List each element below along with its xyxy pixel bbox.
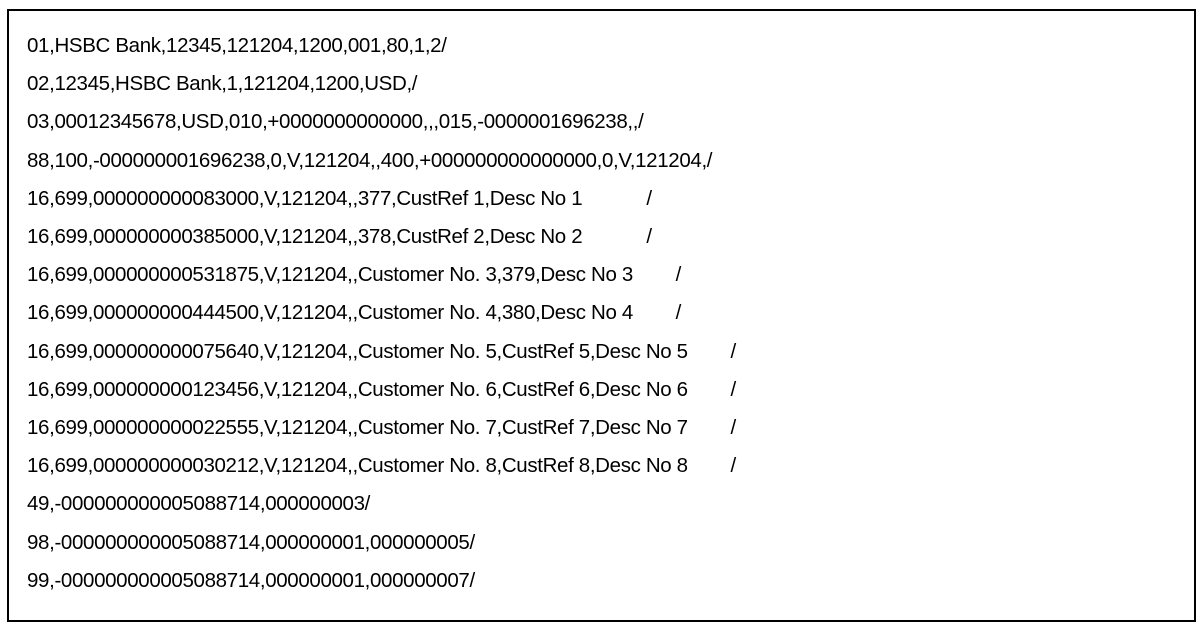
code-line: 03,00012345678,USD,010,+0000000000000,,,… bbox=[27, 110, 644, 134]
code-line: 99,-000000000005088714,000000001,0000000… bbox=[27, 568, 475, 592]
code-line: 16,699,000000000531875,V,121204,,Custome… bbox=[27, 263, 682, 287]
code-block-container: 01,HSBC Bank,12345,121204,1200,001,80,1,… bbox=[7, 9, 1196, 622]
code-line: 01,HSBC Bank,12345,121204,1200,001,80,1,… bbox=[27, 34, 447, 57]
code-line: 16,699,000000000030212,V,121204,,Custome… bbox=[27, 454, 736, 478]
code-line: 49,-000000000005088714,000000003/ bbox=[27, 492, 370, 516]
code-line: 16,699,000000000022555,V,121204,,Custome… bbox=[27, 416, 736, 440]
code-line: 16,699,000000000123456,V,121204,,Custome… bbox=[27, 377, 736, 401]
code-line: 88,100,-000000001696238,0,V,121204,,400,… bbox=[27, 148, 713, 172]
code-line: 02,12345,HSBC Bank,1,121204,1200,USD,/ bbox=[27, 72, 418, 96]
code-line: 98,-000000000005088714,000000001,0000000… bbox=[27, 530, 475, 554]
code-line: 16,699,000000000075640,V,121204,,Custome… bbox=[27, 339, 736, 363]
code-line: 16,699,000000000444500,V,121204,,Custome… bbox=[27, 301, 682, 325]
code-line: 16,699,000000000083000,V,121204,,377,Cus… bbox=[27, 186, 652, 210]
code-line-list: 01,HSBC Bank,12345,121204,1200,001,80,1,… bbox=[27, 27, 1190, 600]
code-line: 16,699,000000000385000,V,121204,,378,Cus… bbox=[27, 225, 652, 249]
